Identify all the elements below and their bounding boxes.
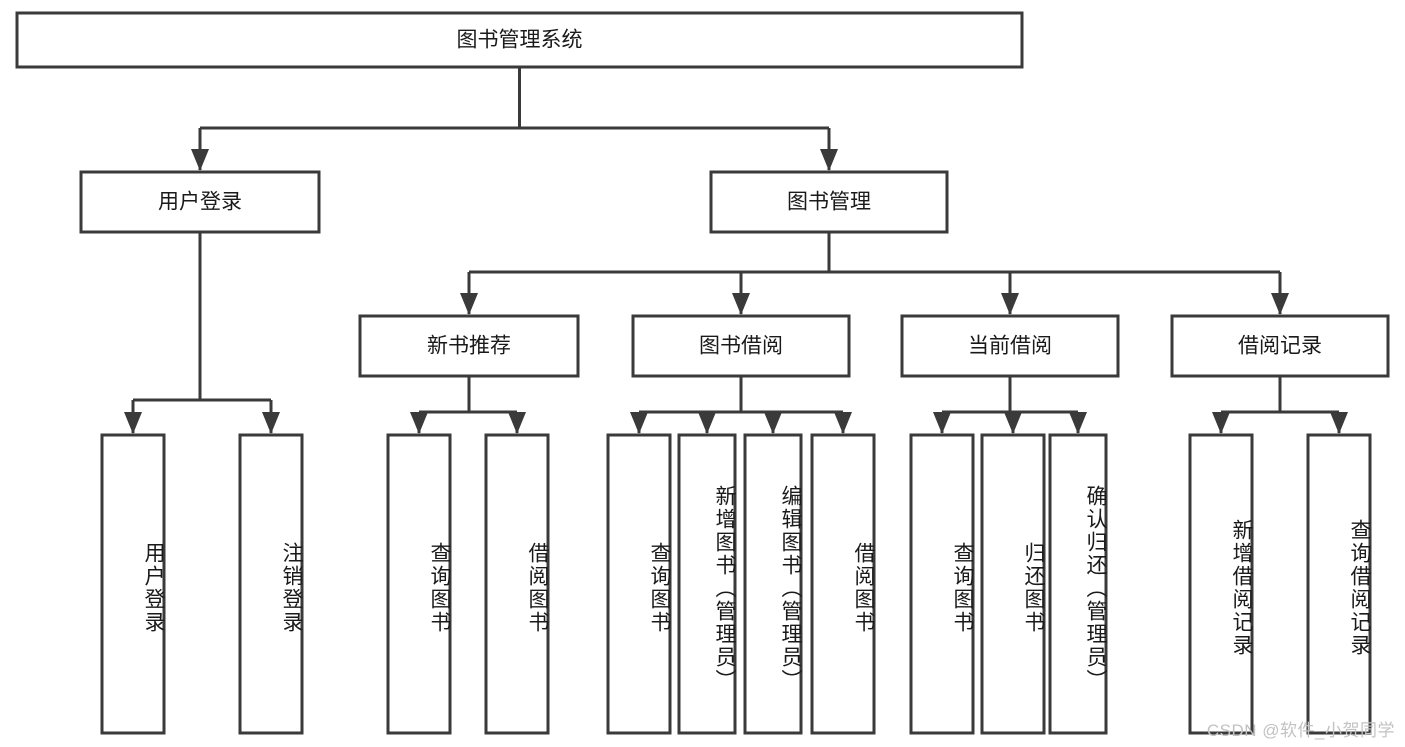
node-label: 图书管理系统 <box>457 29 583 52</box>
node-leaf-查询图书-4[interactable] <box>606 433 672 735</box>
node-leaf-查询借阅记录-12[interactable] <box>1306 433 1372 735</box>
node-l3-新书推荐-0[interactable] <box>358 314 580 378</box>
node-leaf-归还图书-9[interactable] <box>980 433 1046 735</box>
arrow-head-icon <box>1271 293 1289 315</box>
node-box <box>743 433 803 735</box>
node-leaf-编辑图书管理员-6[interactable] <box>743 433 803 735</box>
arrow-head-icon <box>732 293 750 315</box>
node-box <box>909 433 975 735</box>
node-leaf-查询图书-8[interactable] <box>909 433 975 735</box>
node-leaf-查询图书-2[interactable] <box>386 433 452 735</box>
arrow-head-icon <box>1004 412 1022 434</box>
node-label: 用户登录 <box>158 191 242 214</box>
node-box <box>1170 314 1390 378</box>
arrow-head-icon <box>262 412 280 434</box>
boxes-layer <box>15 11 1390 735</box>
node-leaf-借阅图书-7[interactable] <box>810 433 876 735</box>
arrow-head-icon <box>630 412 648 434</box>
node-box <box>980 433 1046 735</box>
arrow-head-icon <box>460 293 478 315</box>
arrow-head-icon <box>834 412 852 434</box>
node-label: 借阅记录 <box>1238 335 1322 358</box>
arrow-head-icon <box>508 412 526 434</box>
arrow-head-icon <box>820 149 838 171</box>
arrow-head-icon <box>124 412 142 434</box>
node-leaf-注销登录-1[interactable] <box>238 433 304 735</box>
node-box <box>358 314 580 378</box>
node-box <box>677 433 737 735</box>
node-root-图书管理系统-0[interactable] <box>15 11 1024 69</box>
node-l3-借阅记录-3[interactable] <box>1170 314 1390 378</box>
node-box <box>79 170 321 234</box>
node-box <box>100 433 166 735</box>
node-box <box>709 170 949 234</box>
node-box <box>900 314 1120 378</box>
node-leaf-用户登录-0[interactable] <box>100 433 166 735</box>
node-label: 图书管理 <box>787 191 871 214</box>
node-box <box>1188 433 1254 735</box>
node-box <box>484 433 550 735</box>
node-box <box>631 314 851 378</box>
arrow-head-icon <box>1001 293 1019 315</box>
watermark-text: CSDN @软件_小贺同学 <box>1206 721 1395 740</box>
arrow-head-icon <box>191 149 209 171</box>
node-box <box>238 433 304 735</box>
arrow-head-icon <box>764 412 782 434</box>
node-box <box>15 11 1024 69</box>
node-leaf-新增图书管理员-5[interactable] <box>677 433 737 735</box>
arrow-head-icon <box>1212 412 1230 434</box>
node-leaf-借阅图书-3[interactable] <box>484 433 550 735</box>
node-box <box>1048 433 1108 735</box>
arrow-head-icon <box>410 412 428 434</box>
node-box <box>606 433 672 735</box>
connectors-layer <box>124 67 1348 434</box>
node-label: 当前借阅 <box>968 335 1052 358</box>
node-label: 新书推荐 <box>427 335 511 358</box>
arrow-head-icon <box>1330 412 1348 434</box>
arrow-head-icon <box>698 412 716 434</box>
node-leaf-新增借阅记录-11[interactable] <box>1188 433 1254 735</box>
node-l2-用户登录-0[interactable] <box>79 170 321 234</box>
node-box <box>1306 433 1372 735</box>
node-leaf-确认归还管理员-10[interactable] <box>1048 433 1108 735</box>
arrow-head-icon <box>933 412 951 434</box>
node-l2-图书管理-1[interactable] <box>709 170 949 234</box>
node-l3-当前借阅-2[interactable] <box>900 314 1120 378</box>
node-box <box>810 433 876 735</box>
arrow-head-icon <box>1069 412 1087 434</box>
node-l3-图书借阅-1[interactable] <box>631 314 851 378</box>
node-label: 图书借阅 <box>699 335 783 358</box>
node-box <box>386 433 452 735</box>
